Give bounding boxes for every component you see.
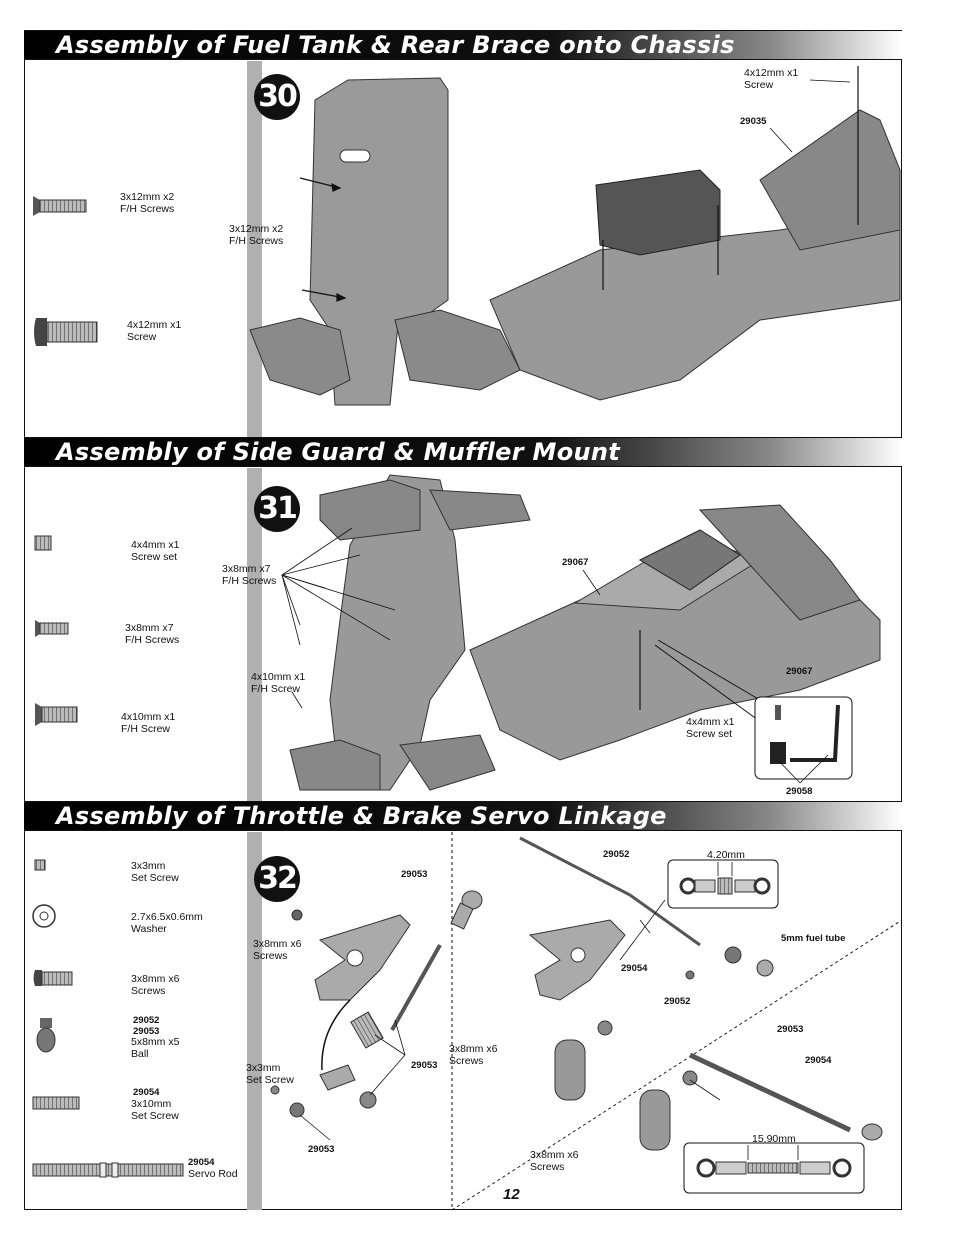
part-code: 29053 bbox=[401, 869, 428, 880]
callout-label: 3x8mm x6 Screws bbox=[253, 938, 302, 962]
callout-label: 3x8mm x6 Screws bbox=[449, 1043, 498, 1067]
ball-icon bbox=[36, 1018, 56, 1053]
callout-label: 5mm fuel tube bbox=[781, 933, 846, 944]
dashed-divider bbox=[451, 919, 903, 1211]
callout-label: 4x10mm x1 F/H Screw bbox=[251, 671, 306, 695]
part-code: 29054 bbox=[188, 1157, 215, 1168]
section-header-31: Assembly of Side Guard & Muffler Mount bbox=[24, 437, 902, 467]
divider-bar bbox=[247, 832, 262, 1210]
section-title: Assembly of Side Guard & Muffler Mount bbox=[56, 438, 621, 466]
fh-screw-3x8-icon bbox=[35, 620, 69, 637]
dimension-inset-bottom bbox=[683, 1142, 865, 1194]
inset-box bbox=[754, 696, 853, 784]
callout-label: 3x8mm x6 Screws bbox=[530, 1149, 579, 1173]
part-code: 29053 bbox=[411, 1060, 438, 1071]
part-code: 29053 bbox=[308, 1144, 335, 1155]
set-screw-4x4-icon bbox=[34, 535, 52, 551]
section-title: Assembly of Throttle & Brake Servo Linka… bbox=[56, 802, 667, 830]
part-code: 29052 bbox=[664, 996, 691, 1007]
part-code: 29052 bbox=[603, 849, 630, 860]
callout-label: 3x8mm x7 F/H Screws bbox=[222, 563, 277, 587]
part-label: 3x12mm x2 F/H Screws bbox=[120, 191, 175, 215]
screw-3x8-icon bbox=[33, 970, 73, 986]
callout-label: 3x12mm x2 F/H Screws bbox=[229, 223, 284, 247]
part-code: 29067 bbox=[786, 666, 813, 677]
dimension-inset-top bbox=[667, 859, 779, 909]
part-label: Servo Rod bbox=[188, 1168, 238, 1180]
part-label: 3x3mm Set Screw bbox=[131, 860, 179, 884]
step-badge: 31 bbox=[254, 486, 300, 532]
servo-rod-icon bbox=[32, 1162, 184, 1178]
brake-linkage-illustration bbox=[519, 836, 883, 1151]
part-label: 5x8mm x5 Ball bbox=[131, 1036, 180, 1060]
chassis-plate-illustration bbox=[289, 474, 531, 791]
part-code: 29053 bbox=[777, 1024, 804, 1035]
step-badge: 30 bbox=[254, 74, 300, 120]
part-code: 29052 29053 bbox=[133, 1015, 160, 1037]
screw-4x12-icon bbox=[34, 318, 98, 346]
washer-icon bbox=[32, 904, 56, 928]
fh-screw-3x12-icon bbox=[33, 196, 87, 216]
section-title: Assembly of Fuel Tank & Rear Brace onto … bbox=[56, 31, 735, 59]
part-code: 29067 bbox=[562, 557, 589, 568]
arrows bbox=[281, 527, 396, 709]
part-code: 29035 bbox=[740, 116, 767, 127]
divider-bar bbox=[247, 468, 262, 801]
page-number: 12 bbox=[503, 1186, 520, 1203]
set-screw-3x10-icon bbox=[32, 1096, 80, 1110]
section-header-32: Assembly of Throttle & Brake Servo Linka… bbox=[24, 801, 902, 831]
arrows bbox=[299, 177, 347, 302]
servo-saver-illustration bbox=[270, 890, 483, 1141]
dimension-label: 15.90mm bbox=[752, 1133, 796, 1145]
car-chassis-illustration bbox=[489, 66, 901, 401]
part-label: 3x8mm x7 F/H Screws bbox=[125, 622, 180, 646]
callout-label: 3x3mm Set Screw bbox=[246, 1062, 294, 1086]
callout-label: 4x4mm x1 Screw set bbox=[686, 716, 735, 740]
part-label: 4x12mm x1 Screw bbox=[127, 319, 182, 343]
part-label: 3x10mm Set Screw bbox=[131, 1098, 179, 1122]
chassis-plate-illustration bbox=[249, 77, 521, 406]
car-chassis-illustration bbox=[469, 504, 881, 761]
part-code: 29058 bbox=[786, 786, 813, 797]
fh-screw-4x10-icon bbox=[35, 703, 78, 726]
part-label: 4x10mm x1 F/H Screw bbox=[121, 711, 176, 735]
section-header-30: Assembly of Fuel Tank & Rear Brace onto … bbox=[24, 30, 902, 60]
part-label: 2.7x6.5x0.6mm Washer bbox=[131, 911, 203, 935]
part-code: 29054 bbox=[133, 1087, 160, 1098]
part-label: 4x4mm x1 Screw set bbox=[131, 539, 180, 563]
step-badge: 32 bbox=[254, 856, 300, 902]
dimension-label: 4.20mm bbox=[707, 849, 745, 861]
part-label: 3x8mm x6 Screws bbox=[131, 973, 180, 997]
set-screw-3x3-icon bbox=[34, 859, 46, 871]
part-code: 29054 bbox=[805, 1055, 832, 1066]
callout-label: 4x12mm x1 Screw bbox=[744, 67, 799, 91]
part-code: 29054 bbox=[621, 963, 648, 974]
